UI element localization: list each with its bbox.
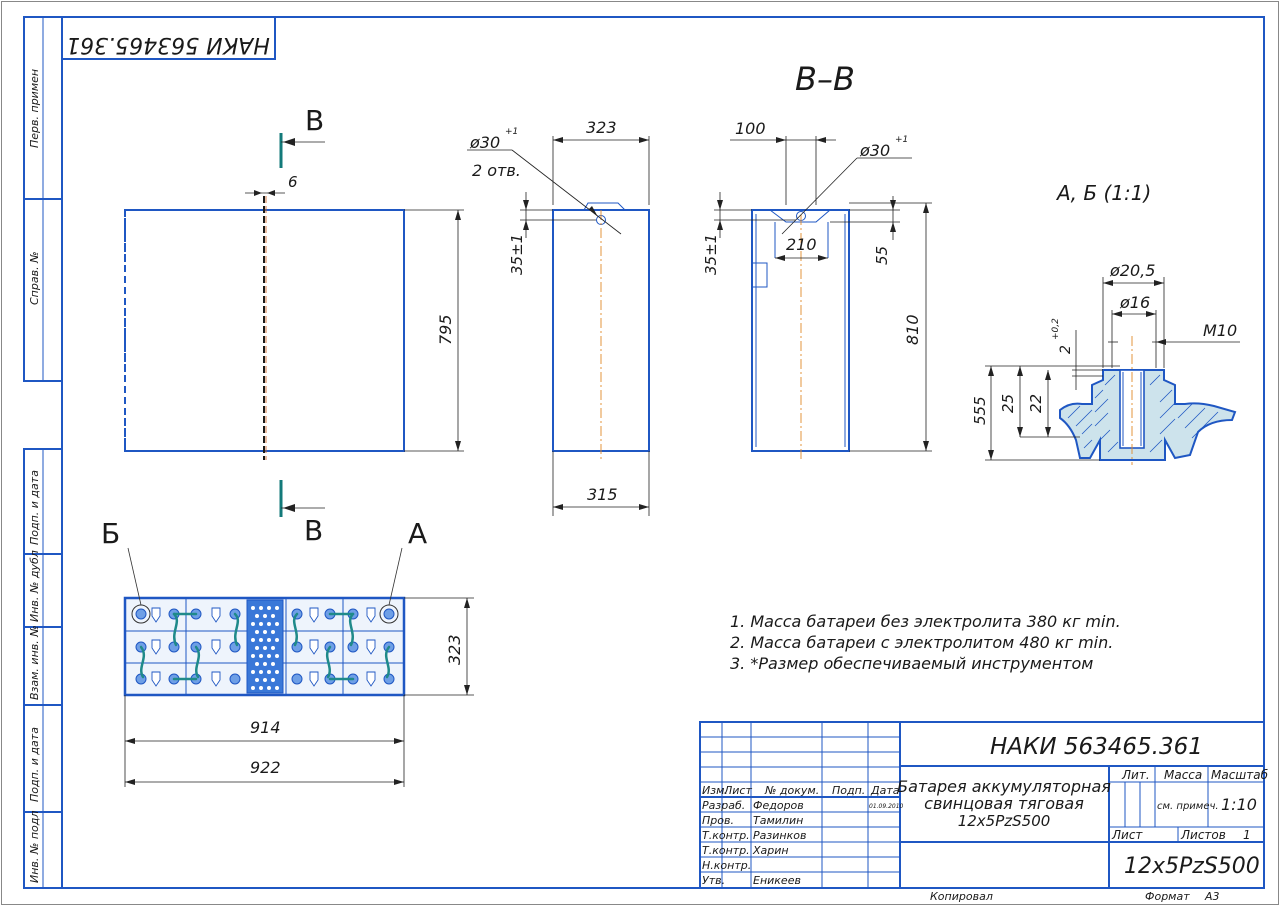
tb-product-name-2: свинцовая тяговая xyxy=(924,794,1084,813)
dim-sec-top: 100 xyxy=(735,119,766,138)
cut-mark-bottom: В xyxy=(304,514,323,547)
dim-sec-hole: ø30 xyxy=(859,141,890,160)
dim-det-d2: ø16 xyxy=(1119,293,1150,312)
tb-row-role: Разраб. xyxy=(702,799,745,812)
strip-podp-data-2: Подп. и дата xyxy=(28,727,41,802)
tb-row-role: Т.контр. xyxy=(702,844,750,857)
tb-header-izm: Изм. xyxy=(702,784,728,797)
tb-row-role: Утв. xyxy=(702,874,725,887)
tb-scale-value: 1:10 xyxy=(1221,795,1257,814)
strip-inv-dubl: Инв. № дубл xyxy=(28,550,41,622)
tb-product-name-3: 12x5PzS500 xyxy=(958,812,1051,830)
dim-plan-width-outer: 922 xyxy=(250,758,281,777)
detail-title: А, Б (1:1) xyxy=(1055,181,1151,205)
tb-product-name-1: Батарея аккумуляторная xyxy=(897,777,1111,796)
left-strip: Перв. примен Справ. № Подп. и дата Инв. … xyxy=(23,16,63,889)
section-title: В–В xyxy=(795,60,855,98)
dim-det-h1: 555 xyxy=(971,396,989,425)
dim-sec-inner: 210 xyxy=(786,235,817,254)
dim-sec-offset: 35±1 xyxy=(702,234,720,275)
dim-side-offset: 35±1 xyxy=(508,234,526,275)
tb-designation: НАКИ 563465.361 xyxy=(990,734,1203,760)
plan-view: Б А 323 914 922 xyxy=(101,517,474,787)
tb-row-role: Н.контр. xyxy=(702,859,751,872)
dim-det-gap: 2 xyxy=(1058,345,1074,354)
dim-plan-depth: 323 xyxy=(445,634,464,665)
side-view: 323 ø30 +1 2 отв. 35±1 315 xyxy=(467,118,650,516)
tb-row-name: Тамилин xyxy=(753,814,803,827)
tb-row-name: Харин xyxy=(752,844,789,857)
strip-perv-primen: Перв. примен xyxy=(28,69,41,148)
note-3: 3. *Размер обеспечиваемый инструментом xyxy=(730,654,1093,673)
top-stamp-designation: НАКИ 563465.361 xyxy=(66,32,270,57)
tb-header-list: Лист xyxy=(723,784,752,797)
section-view: 100 ø30 +1 35±1 210 55 810 xyxy=(702,119,932,460)
tb-code: 12x5PzS500 xyxy=(1124,854,1260,879)
dim-det-h2: 25 xyxy=(999,394,1017,413)
tb-mass-value: см. примеч. xyxy=(1157,801,1219,812)
tb-header-podp: Подп. xyxy=(832,784,865,797)
tb-scale-label: Масштаб xyxy=(1211,768,1269,782)
strip-podp-data-1: Подп. и дата xyxy=(28,470,41,545)
tb-lit-label: Лит. xyxy=(1121,768,1150,782)
dim-det-h3: 22 xyxy=(1027,394,1045,413)
note-2: 2. Масса батареи с электролитом 480 кг m… xyxy=(730,633,1113,652)
strip-inv-podl: Инв. № подл xyxy=(28,811,41,883)
detail-view: ø20,5 ø16 M10 2 +0,2 555 25 22 xyxy=(971,261,1240,465)
dim-side-hole: ø30 xyxy=(469,133,500,152)
strip-sprav-no: Справ. № xyxy=(28,251,41,305)
dim-side-bottom-width: 315 xyxy=(587,485,618,504)
dim-sec-hole-tol: +1 xyxy=(895,135,908,145)
dim-front-height: 795 xyxy=(436,314,455,345)
cut-mark-top: В xyxy=(305,104,324,137)
dim-sec-right-small: 55 xyxy=(873,246,891,265)
dim-det-d1: ø20,5 xyxy=(1109,261,1155,280)
dim-side-hole-tol: +1 xyxy=(505,127,518,137)
tb-mass-label: Масса xyxy=(1164,768,1202,782)
dim-front-gap: 6 xyxy=(288,173,298,191)
dim-plan-width-inner: 914 xyxy=(250,718,281,737)
mark-b: Б xyxy=(101,517,120,550)
tb-sheets-value: 1 xyxy=(1243,828,1251,842)
tb-row-name: Разинков xyxy=(753,829,806,842)
tb-header-data: Дата xyxy=(870,784,900,797)
notes: 1. Масса батареи без электролита 380 кг … xyxy=(730,612,1121,673)
tb-row-name: Еникеев xyxy=(753,874,801,887)
dim-sec-height: 810 xyxy=(903,314,922,345)
tb-row-role: Пров. xyxy=(702,814,734,827)
format-value: А3 xyxy=(1204,890,1220,903)
dim-side-top-width: 323 xyxy=(586,118,617,137)
top-stamp: НАКИ 563465.361 xyxy=(61,16,276,60)
tb-sheet-label: Лист xyxy=(1111,828,1143,842)
tb-row-date: 01.09.2010 xyxy=(869,803,904,810)
dim-det-gap-tol: +0,2 xyxy=(1051,318,1061,340)
front-view: 6 795 xyxy=(124,173,464,460)
format-label: Формат xyxy=(1145,890,1190,903)
tb-header-doc: № докум. xyxy=(764,784,819,797)
cut-marks: В В xyxy=(279,104,325,547)
tb-row-name: Федоров xyxy=(753,799,804,812)
mark-a: А xyxy=(408,517,427,550)
copied-label: Копировал xyxy=(930,890,993,903)
tb-sheets-label: Листов xyxy=(1180,828,1226,842)
note-1: 1. Масса батареи без электролита 380 кг … xyxy=(730,612,1121,631)
tb-row-role: Т.контр. xyxy=(702,829,750,842)
dim-side-hole-note: 2 отв. xyxy=(472,161,521,180)
strip-vzam-inv: Взам. инв. № xyxy=(28,625,41,700)
title-block: Изм. Лист № докум. Подп. Дата Разраб. Фе… xyxy=(699,721,1269,889)
dim-det-thread: M10 xyxy=(1203,321,1237,340)
